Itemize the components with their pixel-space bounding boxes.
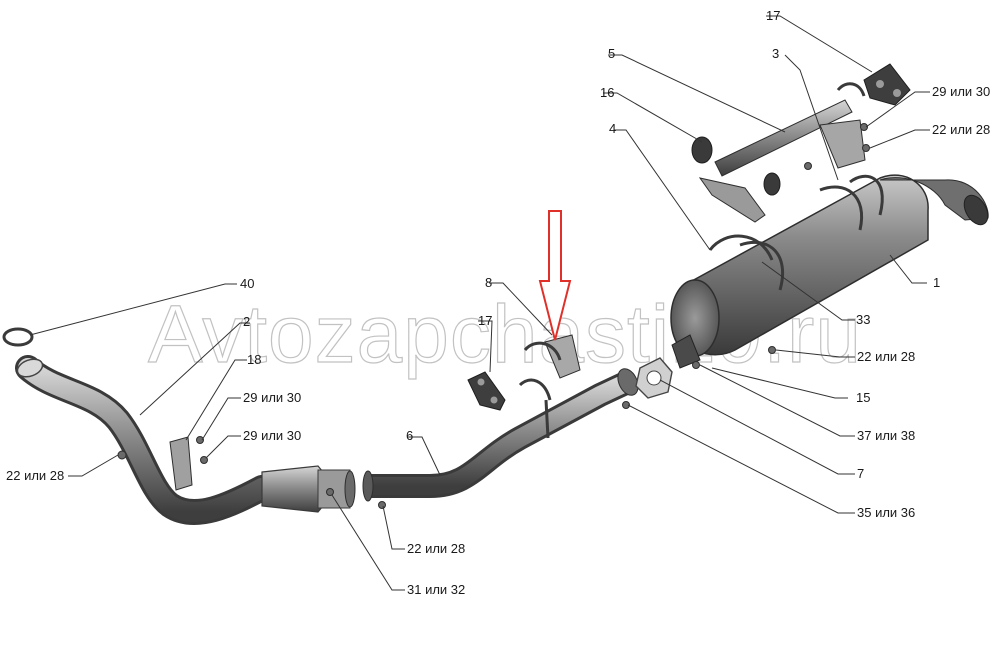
callout-35: 35 или 36	[857, 505, 915, 520]
callout-33: 33	[856, 312, 870, 327]
callout-8: 8	[485, 275, 492, 290]
callout-29-left-a: 29 или 30	[243, 390, 301, 405]
rubber-cushion-part-16	[691, 136, 781, 196]
callout-4: 4	[609, 121, 616, 136]
clamp-part-40	[2, 327, 34, 347]
leader-lines	[29, 15, 930, 591]
callout-3: 3	[772, 46, 779, 61]
callout-31: 31 или 32	[407, 582, 465, 597]
bracket-part-8	[518, 334, 581, 439]
front-pipe-part-2	[15, 355, 275, 526]
callout-22-bottom: 22 или 28	[407, 541, 465, 556]
callout-5: 5	[608, 46, 615, 61]
callout-1: 1	[933, 275, 940, 290]
flange-gasket-part-7	[635, 357, 673, 399]
callout-18: 18	[247, 352, 261, 367]
bracket-part-18	[169, 436, 193, 491]
hanger-bracket-part-17-top	[863, 63, 911, 106]
hanger-bracket-part-17-mid	[467, 371, 506, 411]
muffler-straps	[708, 174, 884, 291]
callout-17-mid: 17	[478, 313, 492, 328]
callout-29-left-b: 29 или 30	[243, 428, 301, 443]
intermediate-pipe-part-6	[362, 368, 639, 502]
callout-22-muffler: 22 или 28	[857, 349, 915, 364]
callout-15: 15	[856, 390, 870, 405]
callout-16: 16	[600, 85, 614, 100]
callout-7: 7	[857, 466, 864, 481]
callout-22-left: 22 или 28	[6, 468, 64, 483]
indicator-arrow	[538, 210, 572, 341]
callout-labels: 1 2 3 4 5 6 7 8 15 16 17 17 18 22 или 28…	[6, 8, 990, 597]
catalyst-body	[261, 465, 356, 513]
callout-22-top: 22 или 28	[932, 122, 990, 137]
callout-40: 40	[240, 276, 254, 291]
callout-29-top: 29 или 30	[932, 84, 990, 99]
callout-37: 37 или 38	[857, 428, 915, 443]
callout-2: 2	[243, 314, 250, 329]
callout-17-top: 17	[766, 8, 780, 23]
fasteners	[117, 123, 870, 509]
callout-6: 6	[406, 428, 413, 443]
rear-crossmember-part-5	[698, 82, 866, 223]
muffler-part-1	[670, 174, 989, 369]
